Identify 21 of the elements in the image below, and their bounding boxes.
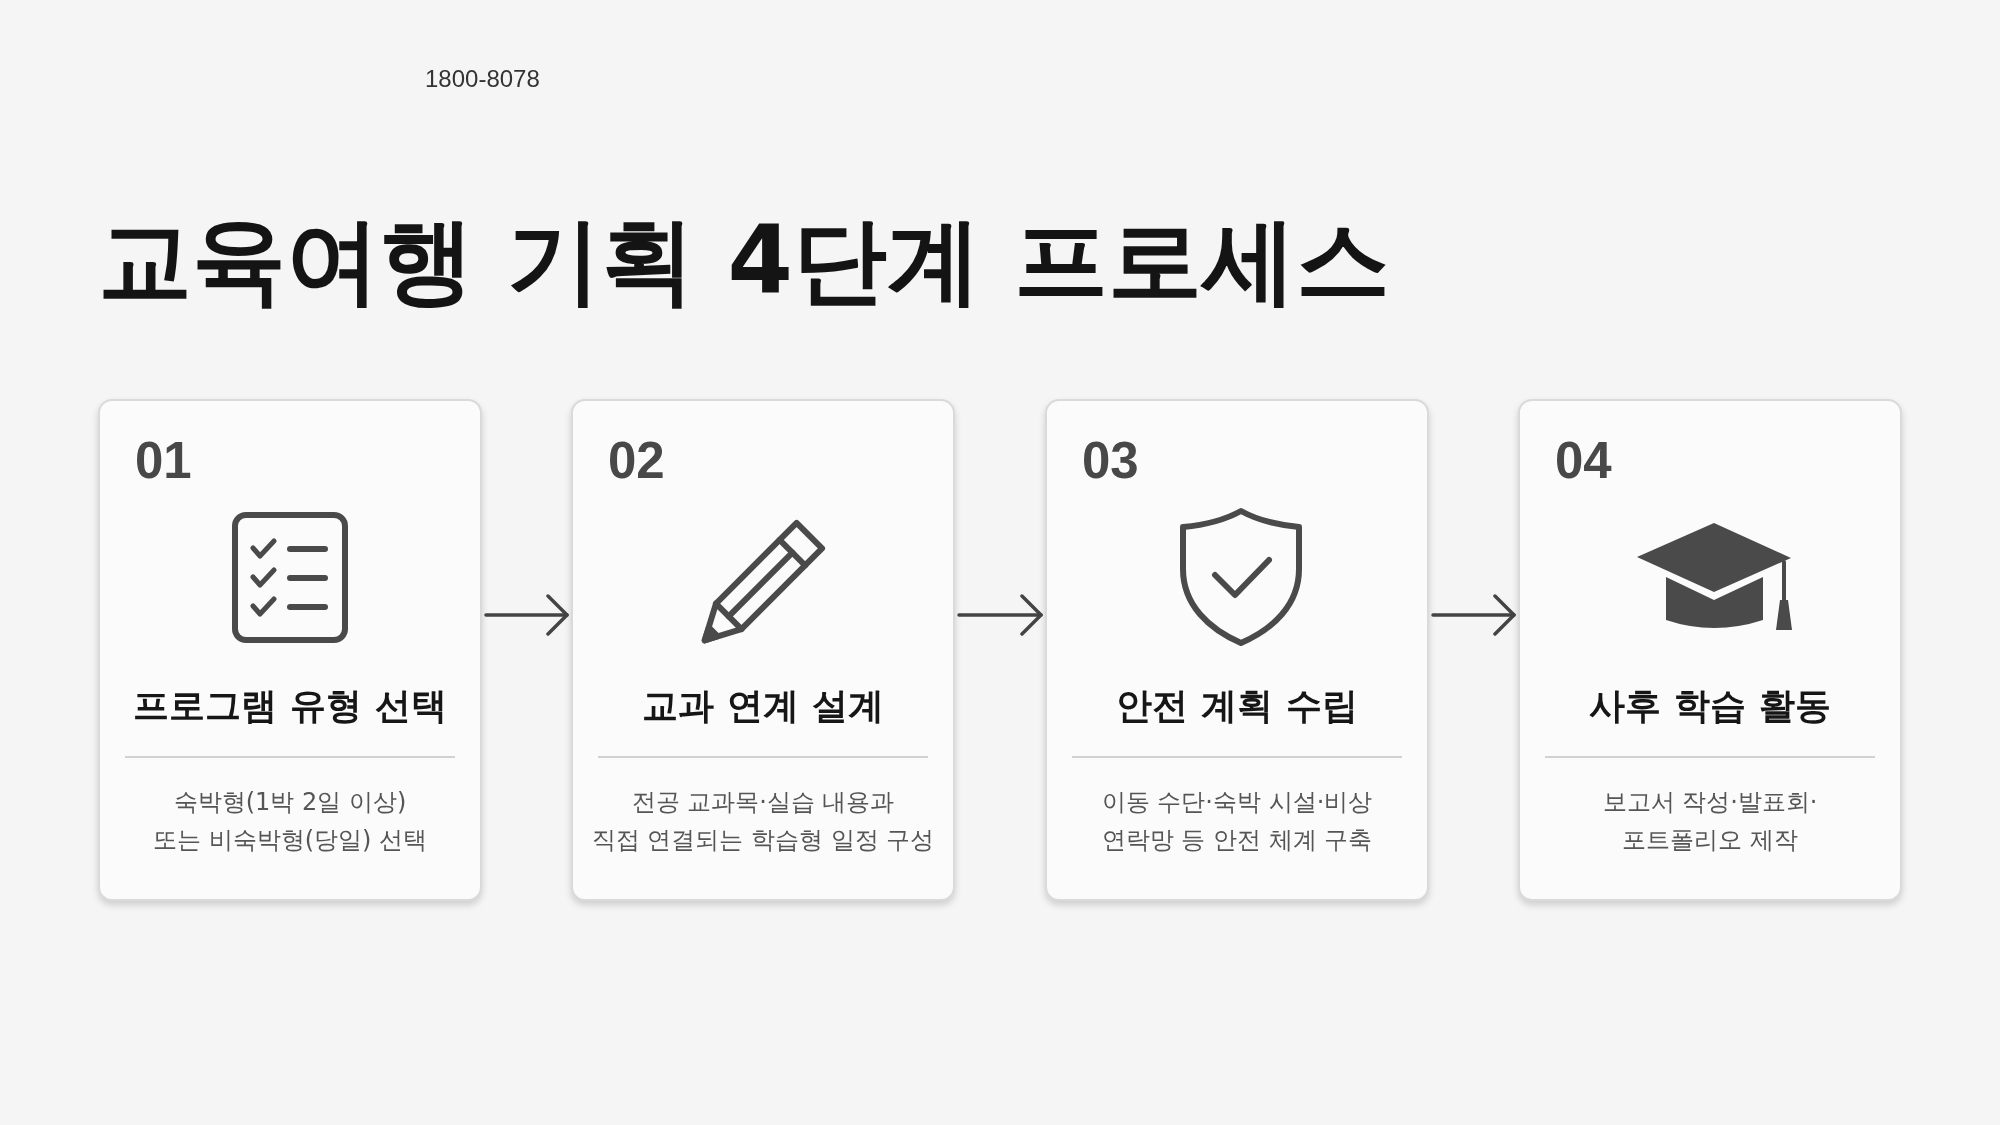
page-title: 교육여행 기획 4단계 프로세스 <box>98 206 1390 316</box>
step-number: 02 <box>608 435 665 486</box>
step-number: 01 <box>135 435 192 486</box>
arrow <box>1431 594 1516 636</box>
step-card <box>98 399 482 901</box>
phone-number: 1800-8078 <box>425 67 540 91</box>
step-number: 04 <box>1555 435 1612 486</box>
step-number: 03 <box>1082 435 1139 486</box>
step-description: 이동 수단·숙박 시설·비상 연락망 등 안전 체계 구축 <box>1101 787 1373 856</box>
step-card <box>571 399 955 901</box>
step-description: 보고서 작성·발표회· 포트폴리오 제작 <box>1602 787 1818 856</box>
step-description: 전공 교과목·실습 내용과 직접 연결되는 학습형 일정 구성 <box>591 787 935 856</box>
step-card <box>1045 399 1429 901</box>
step-heading: 교과 연계 설계 <box>642 684 884 728</box>
step-heading: 안전 계획 수립 <box>1116 684 1358 728</box>
step-heading: 사후 학습 활동 <box>1589 684 1831 728</box>
step-description: 숙박형(1박 2일 이상) 또는 비숙박형(당일) 선택 <box>153 787 427 856</box>
step-card <box>1518 399 1902 901</box>
arrow <box>484 594 569 636</box>
arrow <box>957 594 1043 636</box>
step-heading: 프로그램 유형 선택 <box>133 684 447 728</box>
